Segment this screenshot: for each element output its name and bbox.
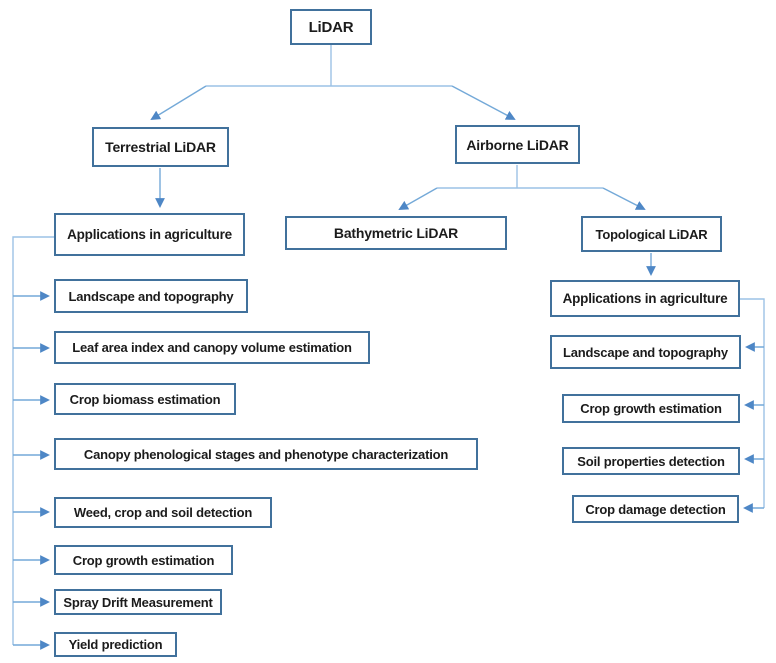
node-applications-right: Applications in agriculture — [550, 280, 740, 317]
connector-airborne-bathymetric-arrow — [398, 187, 438, 210]
node-crop-growth-estimation-left: Crop growth estimation — [54, 545, 233, 575]
connector-lidar-split — [206, 45, 452, 87]
connector-lidar-terrestrial-arrow — [150, 85, 207, 121]
node-crop-damage-detection: Crop damage detection — [572, 495, 739, 523]
node-weed-crop-soil-detection: Weed, crop and soil detection — [54, 497, 272, 528]
node-landscape-topography-left: Landscape and topography — [54, 279, 248, 313]
node-crop-growth-estimation-right: Crop growth estimation — [562, 394, 740, 423]
connector-right-trunk — [740, 298, 765, 508]
node-leaf-area-index: Leaf area index and canopy volume estima… — [54, 331, 370, 364]
node-lidar: LiDAR — [290, 9, 372, 45]
connector-airborne-split — [437, 165, 603, 189]
node-landscape-topography-right: Landscape and topography — [550, 335, 741, 369]
node-canopy-phenological-stages: Canopy phenological stages and phenotype… — [54, 438, 478, 470]
connector-lidar-airborne-arrow — [451, 85, 516, 120]
connector-airborne-topological-arrow — [602, 187, 646, 210]
node-soil-properties-detection: Soil properties detection — [562, 447, 740, 475]
node-crop-biomass-estimation: Crop biomass estimation — [54, 383, 236, 415]
node-yield-prediction: Yield prediction — [54, 632, 177, 657]
node-bathymetric-lidar: Bathymetric LiDAR — [285, 216, 507, 250]
node-airborne-lidar: Airborne LiDAR — [455, 125, 580, 164]
node-terrestrial-lidar: Terrestrial LiDAR — [92, 127, 229, 167]
node-spray-drift-measurement: Spray Drift Measurement — [54, 589, 222, 615]
connector-left-trunk — [12, 236, 54, 645]
node-applications-left: Applications in agriculture — [54, 213, 245, 256]
node-topological-lidar: Topological LiDAR — [581, 216, 722, 252]
